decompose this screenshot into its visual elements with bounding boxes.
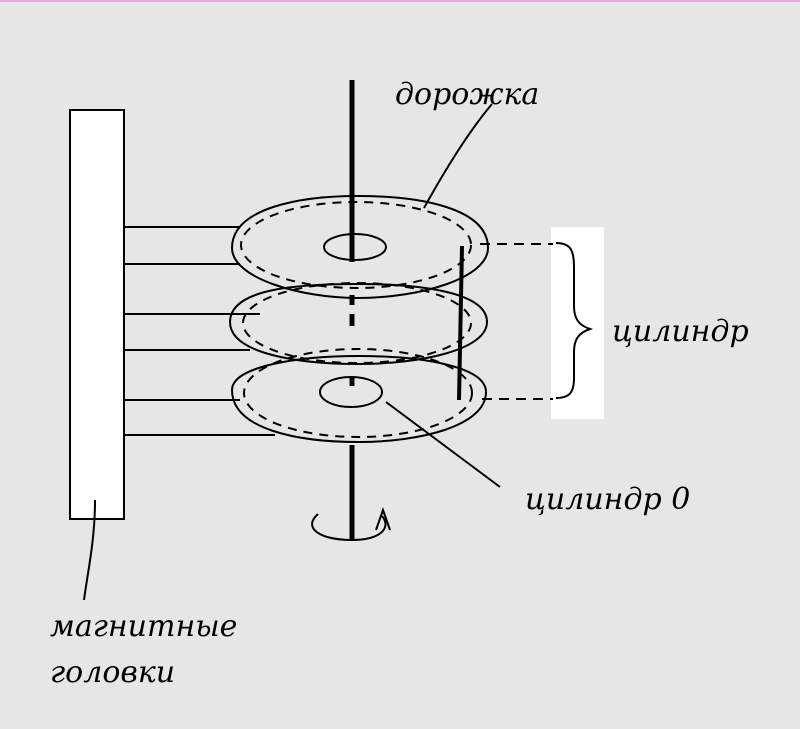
label-heads-line1: магнитные xyxy=(50,609,237,644)
platter-1 xyxy=(230,194,490,300)
heads-leader xyxy=(83,499,96,601)
track-leader xyxy=(423,103,493,209)
label-heads-line2: головки xyxy=(50,655,175,690)
platter-2 xyxy=(228,282,489,366)
hub-top xyxy=(323,233,387,261)
label-track: дорожка xyxy=(395,77,539,112)
label-cylinder-zero: цилиндр 0 xyxy=(525,482,690,517)
platter-3 xyxy=(230,348,488,444)
head-carriage xyxy=(69,109,125,520)
cylinder-brace xyxy=(555,242,594,399)
cylinder-zero-leader xyxy=(385,401,501,488)
top-border xyxy=(0,0,800,2)
cylinder-highlight-box xyxy=(551,227,604,419)
cylinder-dashed-leaders xyxy=(480,243,553,400)
cylinder-edge-line xyxy=(457,245,464,401)
label-cylinder: цилиндр xyxy=(612,314,749,349)
head-arms xyxy=(124,226,275,436)
rotation-arrow-icon xyxy=(311,506,391,542)
